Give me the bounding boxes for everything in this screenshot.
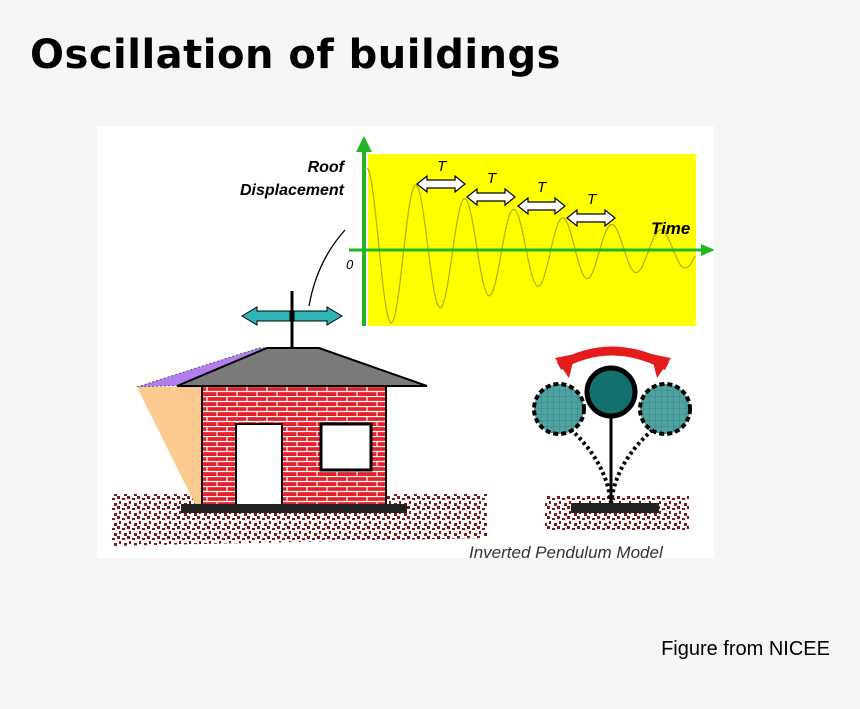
inverted-pendulum	[532, 346, 692, 530]
period-arrow-3: T	[517, 179, 566, 216]
x-axis-label: Time	[651, 219, 690, 238]
period-label-1: T	[437, 158, 448, 175]
period-arrow-2: T	[466, 170, 516, 207]
plot-background	[368, 154, 696, 326]
origin-label: 0	[346, 257, 354, 272]
house-foundation	[181, 504, 407, 513]
period-label-4: T	[587, 191, 598, 208]
period-arrow-4: T	[566, 191, 616, 228]
house	[176, 347, 428, 513]
displacement-plot: Roof Displacement Time 0 T T T T	[240, 136, 714, 326]
roof-displacement-arrow	[241, 291, 343, 348]
y-axis-label-roof: Roof	[308, 159, 346, 176]
period-label-2: T	[487, 170, 498, 187]
pendulum-bob-left	[532, 382, 586, 436]
pendulum-rod-left	[565, 424, 613, 505]
y-axis-label-displacement: Displacement	[240, 182, 345, 199]
pendulum-bob-right	[638, 382, 692, 436]
leader-line	[308, 229, 346, 307]
house-window	[319, 422, 373, 472]
house-door	[235, 423, 283, 507]
y-axis-arrowhead	[356, 136, 372, 152]
pendulum-base	[571, 503, 659, 513]
figure-credit: Figure from NICEE	[661, 638, 830, 660]
figure-canvas: Roof Displacement Time 0 T T T T	[111, 136, 714, 558]
slide-title: Oscillation of buildings	[30, 32, 561, 78]
pendulum-bob	[584, 365, 638, 419]
pendulum-caption: Inverted Pendulum Model	[469, 543, 664, 558]
oscillation-figure: Roof Displacement Time 0 T T T T	[97, 126, 714, 558]
house-roof	[176, 347, 428, 387]
decaying-wave	[366, 167, 696, 324]
swing-arrow	[556, 346, 670, 370]
pendulum-rod-right	[609, 424, 659, 505]
period-label-3: T	[537, 179, 548, 196]
x-axis-arrowhead	[701, 244, 714, 256]
period-arrow-1: T	[416, 158, 466, 194]
